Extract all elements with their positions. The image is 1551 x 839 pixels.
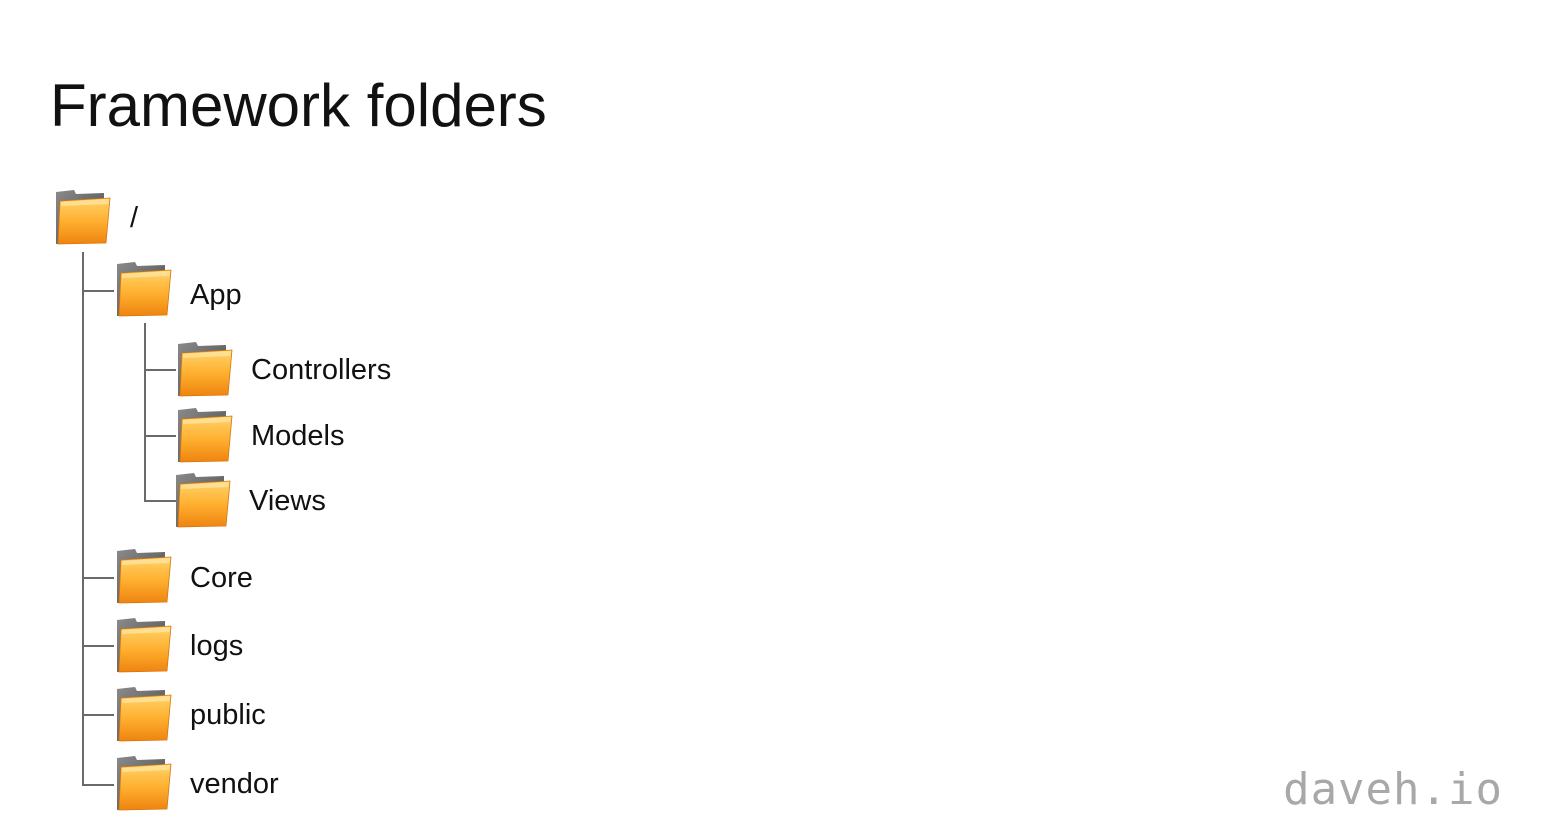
folder-label-logs[interactable]: logs bbox=[190, 630, 244, 662]
tree-connector-vendor bbox=[82, 784, 114, 786]
tree-connector-public bbox=[82, 714, 114, 716]
folder-icon[interactable] bbox=[54, 188, 112, 246]
tree-connector-models bbox=[144, 435, 176, 437]
folder-icon[interactable] bbox=[115, 685, 173, 743]
tree-connector-controllers bbox=[144, 369, 176, 371]
tree-connector-app bbox=[82, 290, 114, 292]
folder-label-public[interactable]: public bbox=[190, 699, 266, 731]
folder-icon[interactable] bbox=[115, 260, 173, 318]
folder-label-models[interactable]: Models bbox=[251, 420, 345, 452]
folder-label-root[interactable]: / bbox=[130, 202, 139, 234]
tree-connector-logs bbox=[82, 645, 114, 647]
tree-connector-root-vertical bbox=[82, 252, 84, 786]
folder-label-vendor[interactable]: vendor bbox=[190, 768, 279, 800]
slide-title: Framework folders bbox=[50, 72, 547, 139]
tree-connector-views bbox=[144, 500, 176, 502]
folder-label-app[interactable]: App bbox=[190, 279, 242, 311]
folder-label-controllers[interactable]: Controllers bbox=[251, 354, 392, 386]
folder-icon[interactable] bbox=[176, 340, 234, 398]
folder-icon[interactable] bbox=[115, 547, 173, 605]
folder-icon[interactable] bbox=[176, 406, 234, 464]
watermark: daveh.io bbox=[1283, 764, 1503, 815]
folder-icon[interactable] bbox=[174, 471, 232, 529]
folder-label-views[interactable]: Views bbox=[249, 485, 326, 517]
tree-connector-core bbox=[82, 577, 114, 579]
folder-icon[interactable] bbox=[115, 616, 173, 674]
folder-icon[interactable] bbox=[115, 754, 173, 812]
tree-connector-app-vertical bbox=[144, 323, 146, 501]
folder-label-core[interactable]: Core bbox=[190, 562, 253, 594]
